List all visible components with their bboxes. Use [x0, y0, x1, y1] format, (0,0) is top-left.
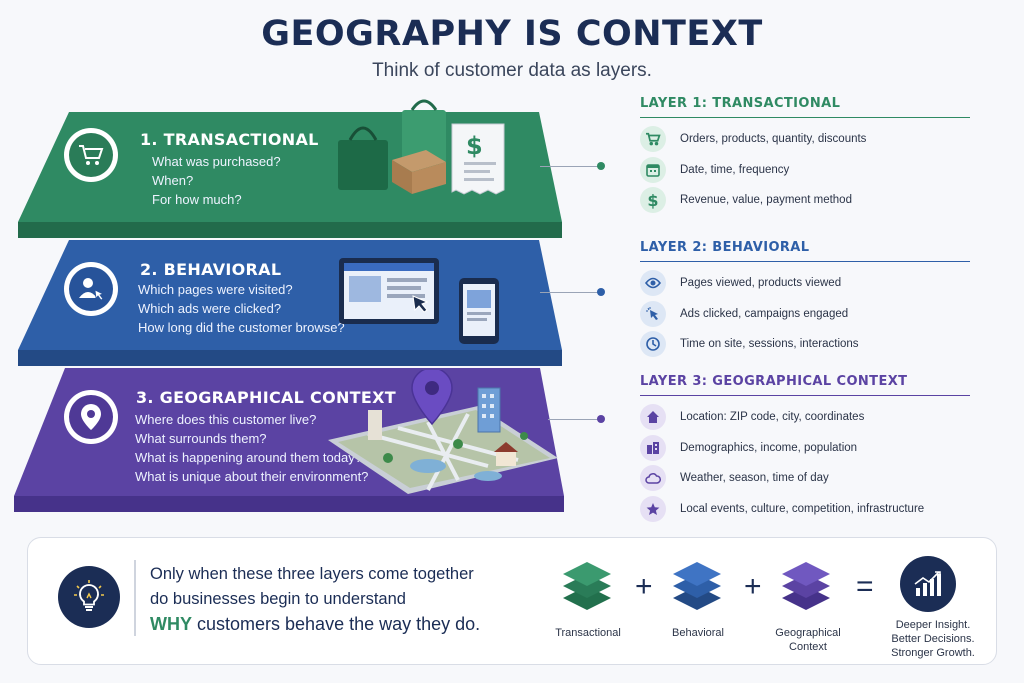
cart-icon: [79, 145, 104, 165]
result-line: Deeper Insight.: [895, 619, 971, 631]
layer-title: 1. TRANSACTIONAL: [140, 130, 319, 149]
buildings-icon: [640, 434, 666, 461]
panel-item: Ads clicked, campaigns engaged: [640, 299, 970, 330]
panel-item: Local events, culture, competition, infr…: [640, 494, 970, 525]
panel-item: Weather, season, time of day: [640, 463, 970, 494]
layer-transactional: 1. TRANSACTIONAL What was purchased? Whe…: [14, 99, 574, 242]
geographical-badge: [64, 390, 118, 444]
panel-item: Location: ZIP code, city, coordinates: [640, 402, 970, 433]
stack-label: Behavioral: [672, 627, 724, 639]
layer-questions: What was purchased? When? For how much?: [152, 152, 281, 209]
result-text: Deeper Insight. Better Decisions. Strong…: [873, 618, 993, 660]
stack-label: Transactional: [555, 627, 621, 639]
result-line: Stronger Growth.: [891, 647, 975, 659]
question: What surrounds them?: [135, 431, 267, 446]
panel-geographical: LAYER 3: GEOGRAPHICAL CONTEXT Location: …: [640, 374, 970, 524]
layer-questions: Where does this customer live? What surr…: [135, 410, 368, 486]
eye-icon: [640, 270, 666, 297]
panel-behavioral: LAYER 2: BEHAVIORAL Pages viewed, produc…: [640, 240, 970, 360]
panel-item-text: Time on site, sessions, interactions: [680, 338, 859, 351]
panel-item: Pages viewed, products viewed: [640, 268, 970, 299]
dollar-icon: $: [640, 187, 666, 214]
connector-line-1: [540, 166, 600, 167]
panel-item-text: Pages viewed, products viewed: [680, 277, 842, 290]
stack-label-line: Context: [789, 641, 827, 653]
question: For how much?: [152, 192, 242, 207]
clock-icon: [640, 331, 666, 358]
devices-illustration: [339, 258, 499, 344]
cart-icon: [640, 126, 666, 153]
transactional-badge: [64, 128, 118, 182]
panel-item-text: Location: ZIP code, city, coordinates: [680, 411, 865, 424]
panel-transactional: LAYER 1: TRANSACTIONAL Orders, products,…: [640, 96, 970, 216]
panel-item-text: Weather, season, time of day: [680, 472, 829, 485]
layer-title: 3. GEOGRAPHICAL CONTEXT: [136, 388, 396, 407]
plus-sign: +: [744, 570, 762, 603]
layer-behavioral: 2. BEHAVIORAL Which pages were visited? …: [14, 238, 574, 370]
panel-item-text: Date, time, frequency: [680, 163, 790, 176]
behavioral-stack-icon: [673, 562, 721, 610]
geographical-stack-icon: [782, 562, 830, 610]
summary-box: Only when these three layers come togeth…: [27, 537, 997, 665]
panel-item: $ Revenue, value, payment method: [640, 185, 970, 216]
panel-item-text: Local events, culture, competition, infr…: [680, 502, 925, 515]
panel-item-text: Orders, products, quantity, discounts: [680, 133, 867, 146]
summary-line: WHY customers behave the way they do.: [150, 612, 480, 637]
question: What is happening around them today?: [135, 450, 362, 465]
summary-line-rest: customers behave the way they do.: [192, 614, 481, 634]
map-illustration: [328, 370, 558, 494]
user-click-icon: [79, 278, 105, 301]
panel-item: Orders, products, quantity, discounts: [640, 124, 970, 155]
why-highlight: WHY: [150, 614, 192, 634]
connector-dot-3: [597, 415, 605, 423]
behavioral-badge: [64, 262, 118, 316]
connector-line-2: [540, 292, 600, 293]
connector-line-3: [548, 419, 600, 420]
panel-item: Date, time, frequency: [640, 155, 970, 186]
panel-heading: LAYER 3: GEOGRAPHICAL CONTEXT: [640, 374, 970, 396]
cloud-icon: [640, 465, 666, 492]
summary-message: Only when these three layers come togeth…: [150, 562, 480, 637]
panel-heading: LAYER 1: TRANSACTIONAL: [640, 96, 970, 118]
panel-item-text: Demographics, income, population: [680, 441, 858, 454]
question: How long did the customer browse?: [138, 320, 345, 335]
svg-text:$: $: [466, 132, 483, 160]
page-subtitle: Think of customer data as layers.: [372, 60, 652, 81]
transactional-stack-icon: [563, 562, 611, 610]
home-icon: [640, 404, 666, 431]
stack-label-line: Geographical: [775, 627, 841, 639]
page-title: GEOGRAPHY IS CONTEXT: [261, 14, 763, 54]
panel-item: Time on site, sessions, interactions: [640, 329, 970, 360]
layer-geographical: 3. GEOGRAPHICAL CONTEXT Where does this …: [10, 366, 580, 516]
divider: [134, 560, 136, 636]
growth-chart-icon: [900, 556, 956, 612]
question: When?: [152, 173, 194, 188]
question: Which pages were visited?: [138, 282, 293, 297]
cursor-click-icon: [640, 300, 666, 327]
calendar-icon: [640, 156, 666, 183]
stack-label-geographical: Geographical Context: [761, 626, 855, 654]
question: Where does this customer live?: [135, 412, 317, 427]
question: What was purchased?: [152, 154, 281, 169]
star-icon: [640, 495, 666, 522]
panel-item-text: Revenue, value, payment method: [680, 194, 852, 207]
connector-dot-1: [597, 162, 605, 170]
lightbulb-icon: [58, 566, 120, 628]
panel-heading: LAYER 2: BEHAVIORAL: [640, 240, 970, 262]
summary-line: Only when these three layers come togeth…: [150, 565, 474, 583]
equals-sign: =: [856, 570, 874, 603]
panel-item-text: Ads clicked, campaigns engaged: [680, 307, 849, 320]
summary-line: do businesses begin to understand: [150, 590, 406, 608]
layer-title: 2. BEHAVIORAL: [140, 260, 282, 279]
question: What is unique about their environment?: [135, 469, 369, 484]
question: Which ads were clicked?: [138, 301, 282, 316]
location-pin-icon: [81, 404, 101, 430]
connector-dot-2: [597, 288, 605, 296]
layer-questions: Which pages were visited? Which ads were…: [138, 280, 345, 337]
panel-item: Demographics, income, population: [640, 433, 970, 464]
result-line: Better Decisions.: [891, 633, 975, 645]
shopping-illustration: $: [338, 99, 505, 195]
plus-sign: +: [635, 570, 653, 603]
